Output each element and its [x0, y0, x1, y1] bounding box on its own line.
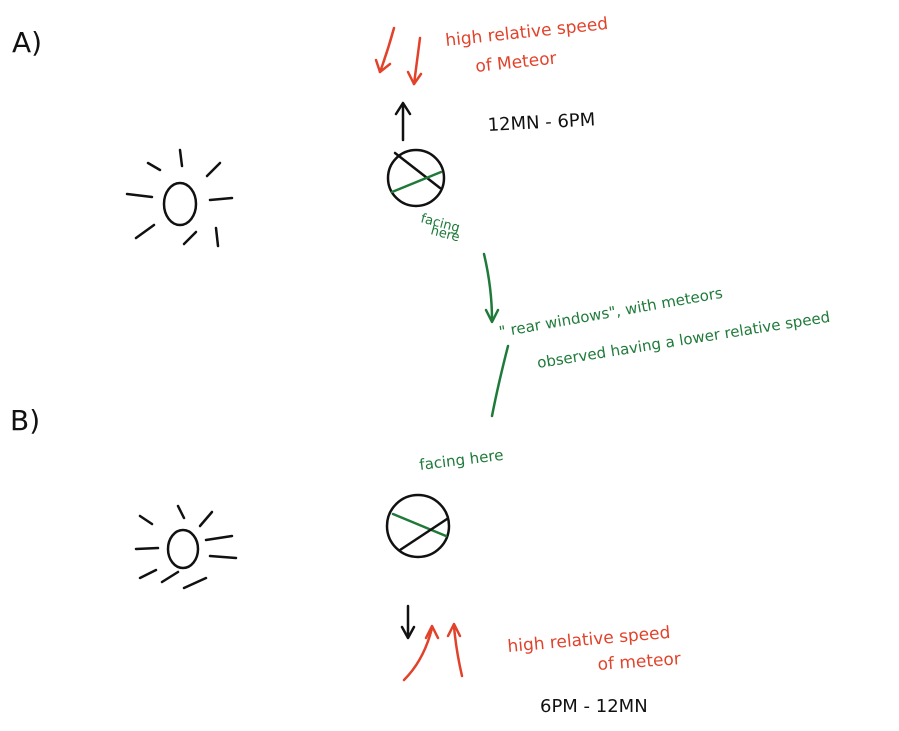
facing-b: facing here	[418, 446, 504, 474]
earth-a-icon	[386, 148, 446, 208]
label-a: A)	[12, 26, 42, 59]
time-a: 12MN - 6PM	[487, 109, 596, 136]
sun-a-icon	[125, 148, 234, 248]
meteor-note-b-line2: of meteor	[597, 649, 682, 675]
meteor-arrows-a-icon	[374, 26, 423, 86]
green-pointer-arrows	[482, 252, 510, 418]
facing-a-line2: here	[429, 223, 461, 245]
label-b: B)	[10, 404, 40, 437]
earth-b-icon	[385, 493, 451, 559]
meteor-note-a-line1: high relative speed	[444, 14, 609, 51]
arrow-down-icon	[400, 604, 416, 640]
arrow-up-icon	[394, 101, 412, 142]
meteor-note-a-line2: of Meteor	[474, 49, 557, 77]
time-b: 6PM - 12MN	[540, 696, 648, 717]
meteor-arrows-b-icon	[402, 622, 464, 682]
sun-b-icon	[134, 504, 238, 590]
